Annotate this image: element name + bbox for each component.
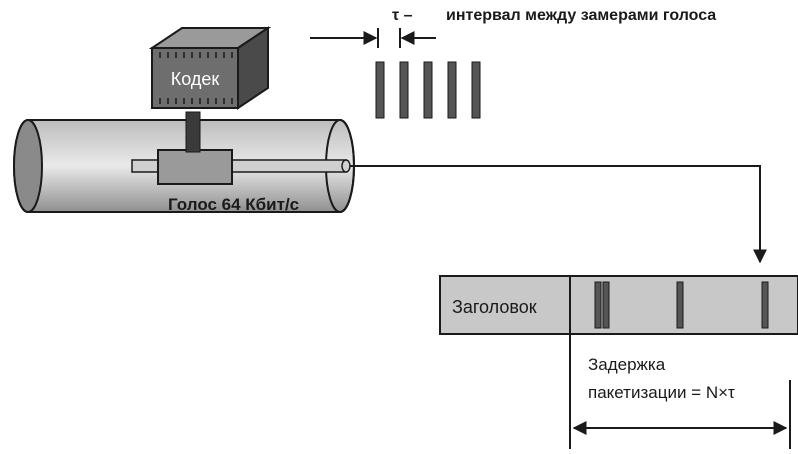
voice-samples [375,61,481,119]
interval-symbol: τ – [392,7,413,24]
delay-annotation: Задержка пакетизации = N×τ [569,334,791,449]
codec-stem [185,111,201,153]
interval-text: интервал между замерами голоса [446,7,716,24]
sample-bar [423,61,433,119]
probe-tip [341,159,351,173]
sample-bar [471,61,481,119]
codec-clamp [157,149,233,185]
delay-label-line2: пакетизации = N×τ [588,383,735,402]
packet-header-label: Заголовок [452,297,537,317]
codec-label: Кодек [171,69,220,89]
packet: Заголовок [439,275,798,335]
packet-frame [439,275,798,335]
chip-pins [159,52,233,104]
sample-bar [375,61,385,119]
interval-annotation: τ – интервал между замерами голоса [310,7,716,48]
sample-bar [447,61,457,119]
cable-left-end [13,119,43,213]
sample-bar [399,61,409,119]
delay-label-line1: Задержка [588,355,666,374]
codec-box: Кодек [148,26,272,110]
payload-sample [676,281,684,329]
voice-rate-label: Голос 64 Кбит/с [168,195,299,214]
payload-sample [602,281,610,329]
payload-sample [594,281,602,329]
route-arrow [350,165,767,264]
payload-sample [761,281,769,329]
